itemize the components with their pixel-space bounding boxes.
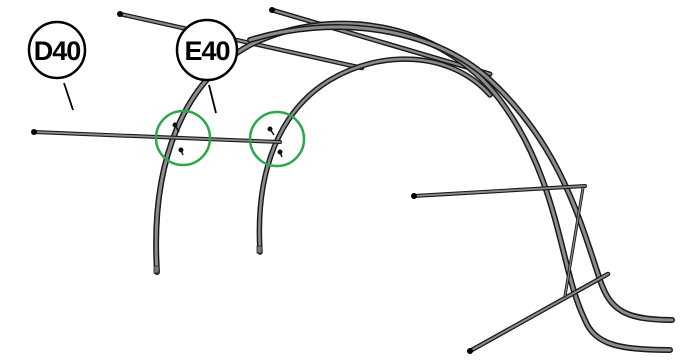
callout-d40: D40 xyxy=(27,20,87,80)
leader-line-e40 xyxy=(208,84,217,114)
top-rail-left xyxy=(117,11,365,71)
rear-arch xyxy=(247,24,675,323)
joint-highlight-d40 xyxy=(154,109,212,167)
callout-d40-label: D40 xyxy=(34,36,81,66)
callout-e40-label: E40 xyxy=(184,36,229,66)
leader-line-d40 xyxy=(63,82,74,111)
side-rail-bottom xyxy=(467,271,611,354)
joint-highlight-e40 xyxy=(248,110,306,168)
diagonal-brace xyxy=(563,186,585,298)
second-arch xyxy=(256,56,493,255)
front-arch xyxy=(153,20,673,353)
screw-icon xyxy=(172,122,184,156)
screw-icon xyxy=(267,126,283,158)
side-rail-middle xyxy=(412,184,587,198)
rail-end-caps xyxy=(31,7,473,354)
callout-e40: E40 xyxy=(175,18,239,82)
top-rail-right xyxy=(269,7,493,77)
